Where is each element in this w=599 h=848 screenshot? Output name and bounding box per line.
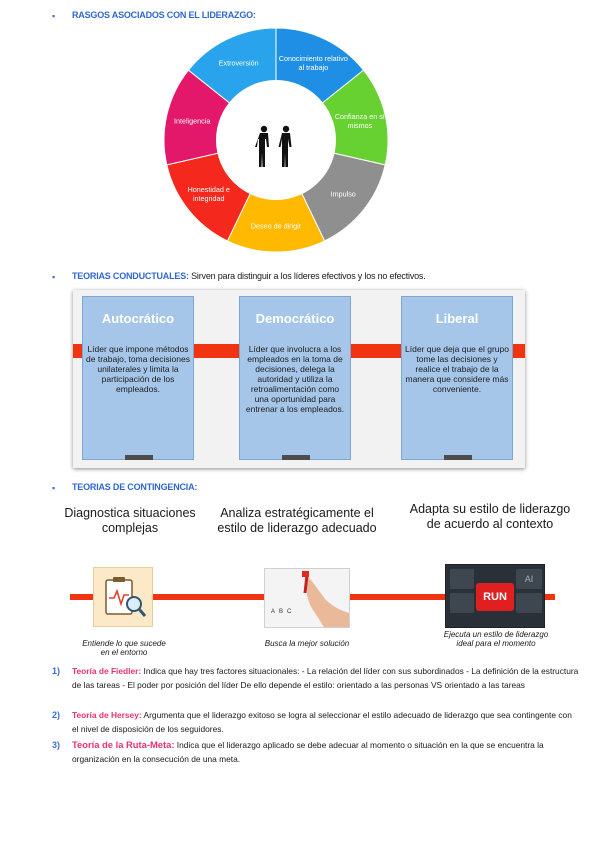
box-democratico: Democrático Líder que involucra a los em… <box>239 296 351 460</box>
box-title: Democrático <box>255 311 335 326</box>
thumb-solucion: ABC <box>264 568 350 628</box>
conductuales-title: TEORIAS CONDUCTUALES: Sirven para distin… <box>72 271 426 281</box>
section-bullet: ▪ <box>52 11 56 21</box>
thumb-diagnostico <box>93 567 153 627</box>
step-heading-adapta: Adapta su estilo de liderazgo de acuerdo… <box>409 502 571 531</box>
box-body: Líder que deja que el grupo tome las dec… <box>405 344 509 394</box>
box-stub <box>282 455 310 460</box>
theory-ruta-meta: 3) Teoría de la Ruta-Meta: Indica que el… <box>52 738 580 766</box>
keyboard-key <box>450 569 474 589</box>
step-caption-diagnostica: Entiende lo que sucede en el entorno <box>82 639 166 657</box>
conductuales-description: Sirven para distinguir a los líderes efe… <box>188 271 426 281</box>
box-body: Líder que impone métodos de trabajo, tom… <box>86 344 190 394</box>
theory-name: Teoría de Hersey: <box>72 710 142 720</box>
leaders-figures-icon <box>255 125 292 167</box>
theory-name: Teoría de Fiedler: <box>72 666 142 676</box>
section-bullet: ▪ <box>52 272 56 282</box>
box-stub <box>444 455 472 460</box>
abc-key: B <box>279 609 288 615</box>
thumb-keyboard: AI RUN <box>445 564 545 628</box>
wheel-label: Extroversión <box>218 58 259 68</box>
box-title: Liberal <box>435 311 479 326</box>
theory-hersey: 2) Teoría de Hersey: Argumenta que el li… <box>52 708 580 736</box>
wheel-label: Impulso <box>330 189 356 199</box>
run-key: RUN <box>476 583 514 611</box>
theory-number: 2) <box>52 710 61 720</box>
theory-number: 3) <box>52 740 61 750</box>
section-bullet: ▪ <box>52 483 56 493</box>
rasgos-title: RASGOS ASOCIADOS CON EL LIDERAZGO: <box>72 10 256 20</box>
wheel-label: Confianza en sí mismos <box>334 111 385 130</box>
step-heading-diagnostica: Diagnostica situaciones complejas <box>64 506 196 535</box>
contingencia-title: TEORIAS DE CONTINGENCIA: <box>72 482 198 492</box>
wheel-label: Inteligencia <box>173 116 211 126</box>
clipboard-magnifier-icon <box>105 577 147 617</box>
keyboard-key-ai: AI <box>516 569 542 589</box>
conductuales-title-label: TEORIAS CONDUCTUALES: <box>72 271 189 281</box>
abc-keys: ABC <box>271 609 295 615</box>
step-heading-analiza: Analiza estratégicamente el estilo de li… <box>217 506 377 535</box>
hand-pen-icon <box>265 569 349 627</box>
theory-text: Indica que hay tres factores situacional… <box>72 666 579 690</box>
box-title: Autocrático <box>101 311 175 326</box>
keyboard-key <box>450 593 474 613</box>
abc-key: A <box>271 609 280 615</box>
theory-text: Indica que el liderazgo aplicado se debe… <box>72 740 544 764</box>
keyboard-key <box>516 593 542 613</box>
wheel-label: Conocimiento relativo al trabajo <box>278 53 348 72</box>
theory-name: Teoría de la Ruta-Meta: <box>72 739 175 750</box>
box-liberal: Liberal Líder que deja que el grupo tome… <box>401 296 513 460</box>
wheel-center <box>216 80 336 200</box>
abc-key: C <box>287 609 296 615</box>
theory-text: Argumenta que el liderazgo exitoso se lo… <box>72 710 572 734</box>
theory-fiedler: 1) Teoría de Fiedler: Indica que hay tre… <box>52 664 580 692</box>
box-autocratico: Autocrático Líder que impone métodos de … <box>82 296 194 460</box>
traits-wheel <box>163 27 389 253</box>
box-stub <box>125 455 153 460</box>
step-caption-adapta: Ejecuta un estilo de liderazgo ideal par… <box>443 630 549 648</box>
theory-number: 1) <box>52 666 61 676</box>
wheel-label: Deseo de dirigir <box>250 221 302 231</box>
wheel-label: Honestidad e integridad <box>187 184 230 203</box>
box-body: Líder que involucra a los empleados en l… <box>245 344 345 414</box>
step-caption-analiza: Busca la mejor solución <box>264 639 350 648</box>
